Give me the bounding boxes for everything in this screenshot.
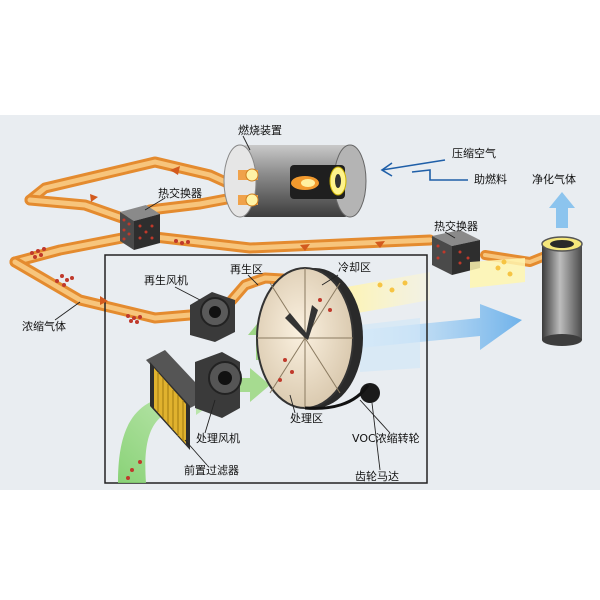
- gear-motor-label: 齿轮马达: [355, 470, 399, 483]
- heat-exchanger-right-label: 热交换器: [434, 220, 478, 233]
- process-zone-label: 处理区: [290, 412, 323, 425]
- treated-air-flow: [360, 304, 522, 372]
- heat-exchanger-left-label: 热交换器: [158, 187, 202, 200]
- regeneration-fan-label: 再生风机: [144, 274, 188, 287]
- heat-exchanger-left-unit: [120, 205, 160, 250]
- flow-direction-arrows: [90, 166, 385, 305]
- compressed-air-arrow: [380, 159, 468, 181]
- voc-rotor: [256, 267, 380, 410]
- exhaust-stack: [541, 192, 583, 346]
- cooling-zone-label: 冷却区: [338, 261, 371, 274]
- process-fan-unit: [195, 352, 242, 418]
- system-frame: [104, 254, 428, 484]
- concentrated-gas-label: 浓缩气体: [22, 320, 66, 333]
- cooling-zone-dots: [377, 259, 513, 293]
- pollutant-dots: [30, 239, 190, 324]
- compressed-air-label: 压缩空气: [452, 147, 496, 160]
- pre-filter-unit: [146, 350, 210, 450]
- process-fan-label: 处理风机: [196, 432, 240, 445]
- regeneration-fan-unit: [190, 292, 235, 342]
- clean-gas-label: 净化气体: [532, 173, 576, 186]
- leader-lines: [54, 135, 456, 471]
- combustion-device: [223, 144, 367, 218]
- combustion-device-label: 燃烧装置: [238, 124, 282, 137]
- pre-filter-label: 前置过滤器: [184, 464, 239, 477]
- regeneration-zone-label: 再生区: [230, 263, 263, 276]
- auxiliary-fuel-label: 助燃料: [474, 173, 507, 186]
- voc-rotor-label: VOC浓缩转轮: [352, 432, 420, 445]
- clean-gas-arrow: [549, 192, 575, 228]
